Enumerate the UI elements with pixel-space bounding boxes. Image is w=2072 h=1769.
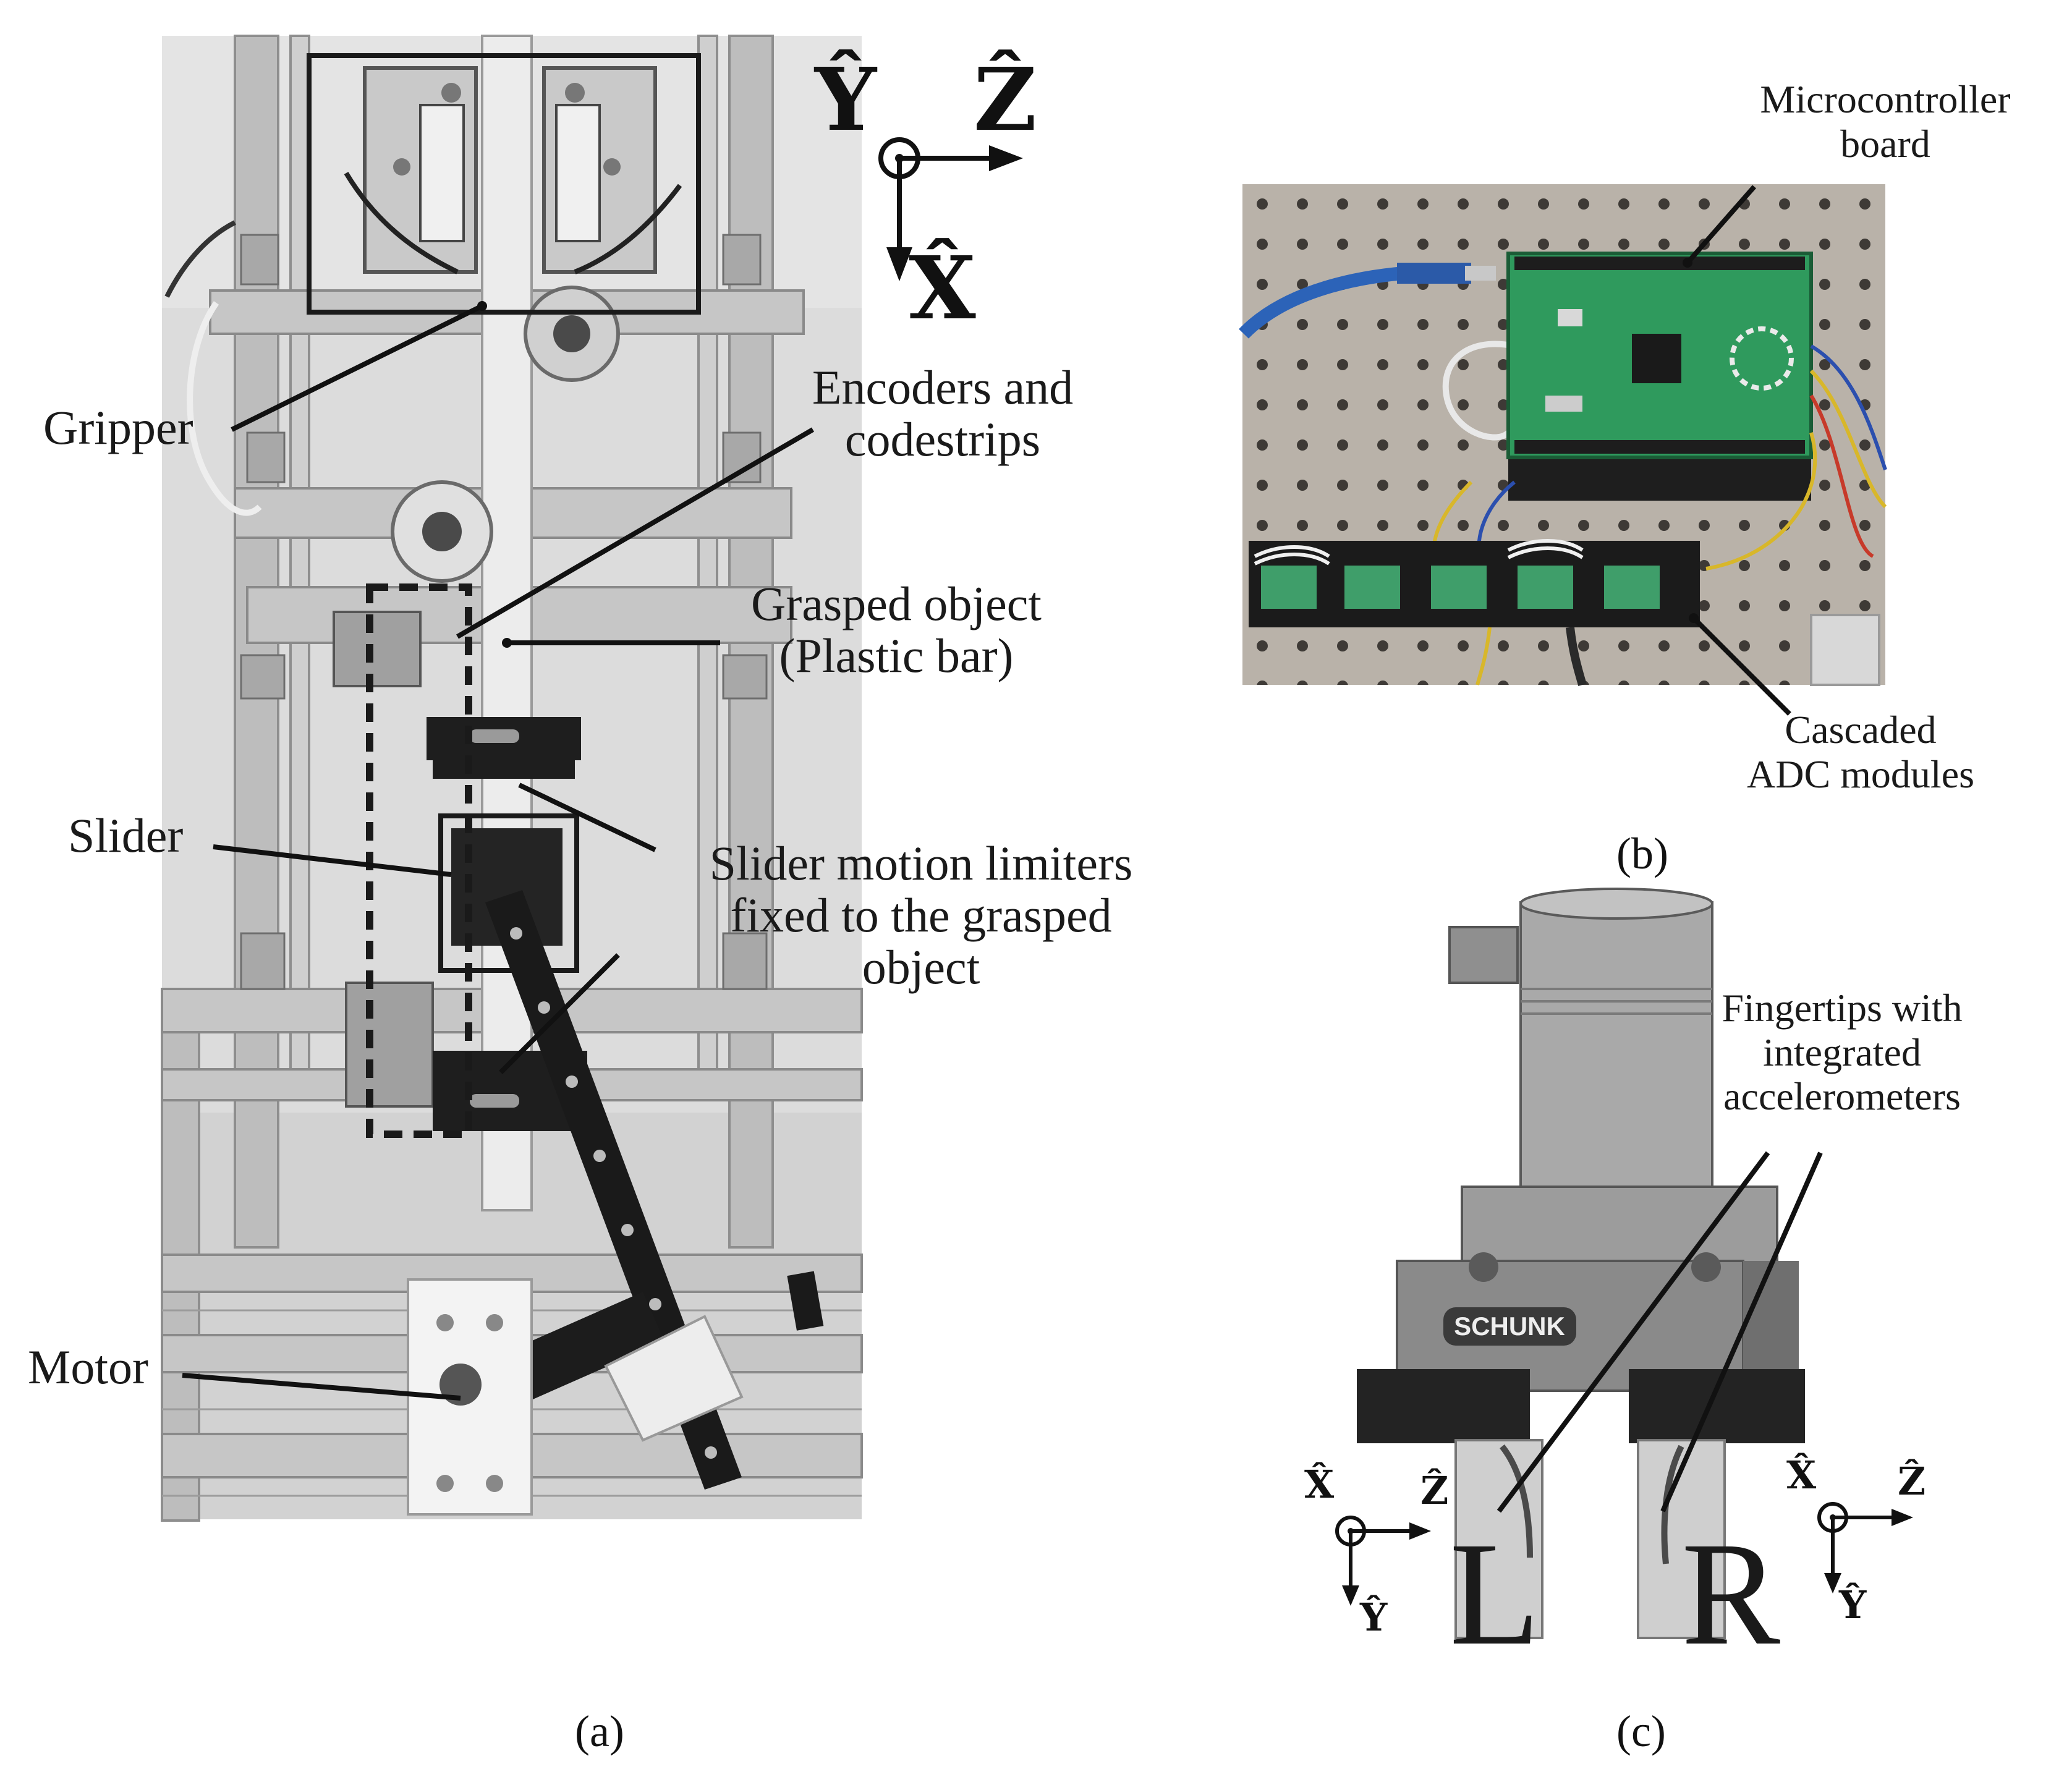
label-motor: Motor (28, 1340, 148, 1394)
adc-leader (1692, 616, 1791, 716)
label-grasped-object: Grasped object (Plastic bar) (717, 577, 1076, 683)
label-grasped-line2: (Plastic bar) (779, 629, 1014, 683)
axis-x-label-left: X̂ (1304, 1462, 1335, 1507)
label-limiters-line2: fixed to the grasped (730, 888, 1112, 943)
label-gripper: Gripper (43, 401, 193, 454)
limiter-leader-1 (518, 783, 656, 852)
fingertip-leader-left (1497, 1151, 1770, 1513)
label-micro-line1: Microcontroller (1760, 77, 2011, 121)
label-adc-line2: ADC modules (1747, 752, 1974, 796)
axis-y-label-a: Ŷ (815, 49, 877, 151)
encoder-dashed-box (366, 583, 472, 1138)
label-fingertips-line3: accelerometers (1723, 1074, 1961, 1119)
axis-y-label-left: Ŷ (1360, 1595, 1388, 1640)
label-limiters-line3: object (862, 940, 980, 995)
plastic-bar (481, 35, 533, 1211)
coord-frame-right (1817, 1502, 1913, 1593)
schunk-logo: SCHUNK (1454, 1312, 1565, 1341)
axis-x-label-right: X̂ (1786, 1453, 1817, 1498)
gripper-box (307, 53, 701, 315)
label-encoders-codestrips: Encoders and codestrips (776, 360, 1110, 467)
label-encoders-line1: Encoders and (812, 360, 1074, 414)
label-microcontroller-board: Microcontroller board (1731, 77, 2040, 166)
axis-x-label-a: X̂ (909, 238, 976, 339)
label-encoders-line2: codestrips (844, 412, 1041, 467)
caption-c: (c) (1616, 1707, 1666, 1756)
micro-leader (1685, 185, 1757, 265)
label-grasped-line1: Grasped object (751, 577, 1042, 630)
label-fingertips: Fingertips with integrated accelerometer… (1669, 986, 2015, 1119)
label-fingertips-line1: Fingertips with (1722, 986, 1963, 1030)
axis-z-label-a: Ẑ (974, 49, 1037, 151)
label-adc-line1: Cascaded (1785, 708, 1937, 752)
slider-box (438, 813, 579, 973)
label-cascaded-adc: Cascaded ADC modules (1718, 708, 2003, 796)
fingertip-leader-right (1660, 1152, 1823, 1512)
limiter-leader-2 (499, 953, 620, 1074)
encoders-leader (456, 427, 815, 639)
caption-b: (b) (1616, 829, 1668, 878)
axis-z-label-left: Ẑ (1420, 1468, 1449, 1513)
gripper-body (344, 66, 682, 274)
gripper-housing (1461, 1186, 1778, 1268)
label-slider-motion-limiters: Slider motion limiters fixed to the gras… (668, 836, 1174, 995)
label-slider: Slider (68, 808, 184, 862)
coord-frame-a (878, 137, 1023, 281)
finger-label-left: L (1450, 1511, 1540, 1676)
pulleys (391, 286, 620, 583)
slider-leader (213, 844, 452, 877)
gripper-cylinder (1519, 901, 1713, 1194)
label-fingertips-line2: integrated (1763, 1030, 1921, 1074)
gripper-leader (231, 303, 483, 432)
label-micro-line2: board (1840, 121, 1930, 166)
axis-y-label-right: Ŷ (1839, 1582, 1867, 1627)
label-limiters-line1: Slider motion limiters (709, 836, 1133, 890)
coord-frame-left (1335, 1516, 1431, 1606)
caption-a: (a) (575, 1707, 624, 1756)
finger-label-right: R (1681, 1511, 1781, 1676)
motor-leader (182, 1373, 461, 1401)
axis-z-label-right: Ẑ (1898, 1459, 1926, 1504)
